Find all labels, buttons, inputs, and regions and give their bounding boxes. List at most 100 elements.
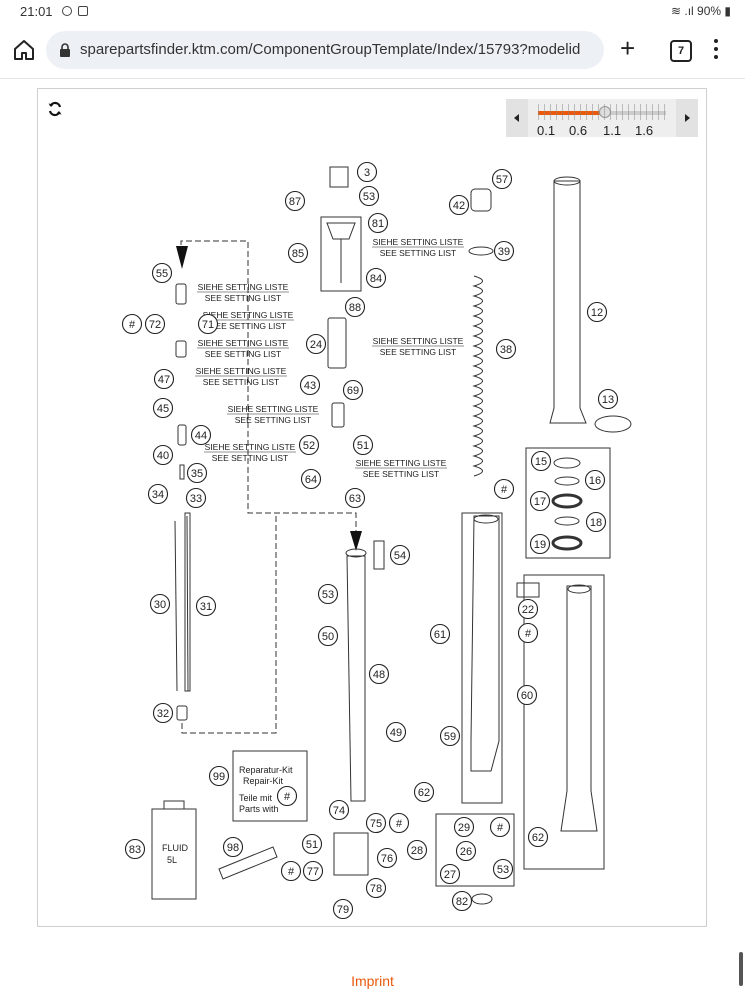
callout-62: 62 [413, 781, 435, 803]
hash-label: # [284, 791, 291, 803]
chevron-left-icon [514, 114, 519, 122]
address-bar[interactable]: sparepartsfinder.ktm.com/ComponentGroupT… [46, 31, 604, 69]
status-time: 21:01 [20, 4, 53, 19]
callout-79: 79 [332, 898, 354, 920]
zoom-label: 0.6 [569, 123, 588, 138]
zoom-in-button[interactable] [676, 99, 698, 137]
callout-38: 38 [495, 338, 517, 360]
diagram-viewer: 0.1 0.6 1.1 1.6 [37, 88, 707, 927]
callout-label: 64 [305, 474, 317, 486]
callout-49: 49 [385, 721, 407, 743]
callout-label: 27 [444, 869, 456, 881]
callout-28: 28 [406, 839, 428, 861]
callout-82: 82 [451, 890, 473, 912]
callout-45: 45 [152, 397, 174, 419]
zoom-out-button[interactable] [506, 99, 528, 137]
callout-label: 52 [303, 440, 315, 452]
callout-44: 44 [190, 424, 212, 446]
callout-30: 30 [149, 593, 171, 615]
callout-label: 74 [333, 805, 345, 817]
callout-label: 15 [535, 456, 547, 468]
note-en: SEE SETTING LIST [205, 293, 282, 303]
callout-85: 85 [287, 242, 309, 264]
callout-29: 29 [453, 816, 475, 838]
diagram-parts [151, 166, 632, 905]
callout-32: 32 [152, 702, 174, 724]
callout-83: 83 [124, 838, 146, 860]
fluid-label-2: 5L [167, 855, 177, 865]
callout-label: 31 [200, 601, 212, 613]
callout-label: 63 [349, 493, 361, 505]
callout-19: 19 [529, 533, 551, 555]
callout-61: 61 [429, 623, 451, 645]
hash-label: # [497, 822, 504, 834]
callout-label: 62 [418, 787, 430, 799]
callout-17: 17 [529, 490, 551, 512]
callout-label: 47 [158, 374, 170, 386]
zoom-label: 0.1 [537, 123, 556, 138]
callout-35: 35 [186, 462, 208, 484]
callout-53: 53 [492, 858, 514, 880]
callout-label: 77 [307, 866, 319, 878]
note-en: SEE SETTING LIST [210, 321, 287, 331]
imprint-link[interactable]: Imprint [351, 973, 394, 989]
scroll-indicator[interactable] [739, 952, 743, 986]
callout-label: 84 [370, 273, 382, 285]
refresh-icon[interactable] [47, 101, 63, 117]
callout-label: 17 [534, 496, 546, 508]
callout-39: 39 [493, 240, 515, 262]
callout-69: 69 [342, 379, 364, 401]
callout-88: 88 [344, 296, 366, 318]
note-de: SIEHE SETTING LISTE [196, 366, 287, 376]
callout-label: 18 [590, 517, 602, 529]
callout-label: 40 [157, 450, 169, 462]
callout-label: 16 [589, 475, 601, 487]
note-en: SEE SETTING LIST [380, 248, 457, 258]
callout-53: 53 [358, 185, 380, 207]
callout-87: 87 [284, 190, 306, 212]
callout-label: 61 [434, 629, 446, 641]
callout-hash: # [493, 478, 515, 500]
callout-98: 98 [222, 836, 244, 858]
note-de: SIEHE SETTING LISTE [356, 458, 447, 468]
callout-label: 30 [154, 599, 166, 611]
note-de: SIEHE SETTING LISTE [228, 404, 319, 414]
callout-label: 85 [292, 248, 304, 260]
callout-34: 34 [147, 483, 169, 505]
callout-label: 45 [157, 403, 169, 415]
callout-label: 29 [458, 822, 470, 834]
callout-label: 78 [370, 883, 382, 895]
callout-18: 18 [585, 511, 607, 533]
callout-label: 69 [347, 385, 359, 397]
callout-53: 53 [317, 583, 339, 605]
new-tab-button[interactable]: + [620, 33, 636, 63]
callout-13: 13 [597, 388, 619, 410]
instagram-icon [62, 6, 72, 16]
callout-label: 44 [195, 430, 207, 442]
callout-label: 71 [202, 319, 214, 331]
overflow-menu-button[interactable] [713, 39, 719, 63]
gallery-icon [78, 6, 88, 16]
callout-54: 54 [389, 544, 411, 566]
home-icon[interactable] [12, 38, 36, 62]
callout-48: 48 [368, 663, 390, 685]
callout-label: 22 [522, 604, 534, 616]
callout-99: 99 [208, 765, 230, 787]
zoom-label: 1.6 [635, 123, 654, 138]
callout-label: 59 [444, 731, 456, 743]
callout-62: 62 [527, 826, 549, 848]
repair-kit-line-3: Teile mit [239, 793, 273, 803]
callout-24: 24 [305, 333, 327, 355]
battery-icon: ▮ [721, 4, 731, 18]
callout-50: 50 [317, 625, 339, 647]
callout-71: 71 [197, 313, 219, 335]
tab-switcher-button[interactable]: 7 [670, 40, 692, 62]
